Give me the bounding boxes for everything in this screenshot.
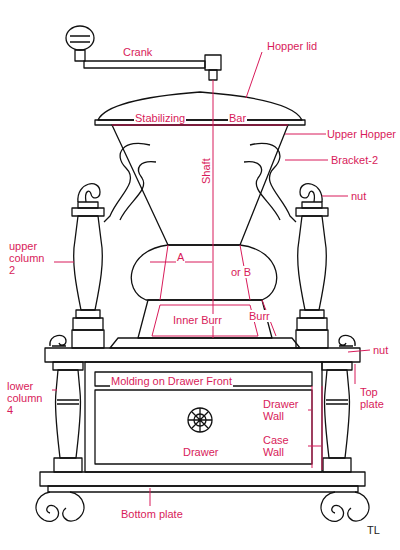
part-label: Drawer Wall bbox=[262, 398, 308, 422]
part-label: or B bbox=[230, 266, 252, 278]
part-label: Crank bbox=[122, 46, 153, 58]
part-label: Burr bbox=[248, 310, 271, 322]
part-label: nut bbox=[372, 344, 389, 356]
part-label: Upper Hopper bbox=[326, 128, 397, 140]
part-label: Top plate bbox=[359, 386, 397, 410]
part-label: Bracket-2 bbox=[330, 154, 379, 166]
part-label: lower column 4 bbox=[6, 380, 52, 416]
part-label: upper column 2 bbox=[8, 240, 54, 276]
part-label: Hopper lid bbox=[266, 40, 318, 52]
leader-lines bbox=[52, 52, 370, 506]
part-label: Drawer bbox=[182, 446, 219, 458]
part-label: Bottom plate bbox=[120, 508, 184, 520]
part-label: A bbox=[176, 251, 185, 263]
part-label: Stabilizing bbox=[134, 112, 186, 124]
part-label: Inner Burr bbox=[172, 314, 223, 326]
part-label: nut bbox=[350, 190, 367, 202]
part-label: Bar bbox=[228, 112, 247, 124]
part-label: Molding on Drawer Front bbox=[110, 375, 233, 387]
part-label: Case Wall bbox=[262, 434, 308, 458]
signature: TL bbox=[366, 524, 381, 536]
part-label: Shaft bbox=[200, 157, 212, 185]
